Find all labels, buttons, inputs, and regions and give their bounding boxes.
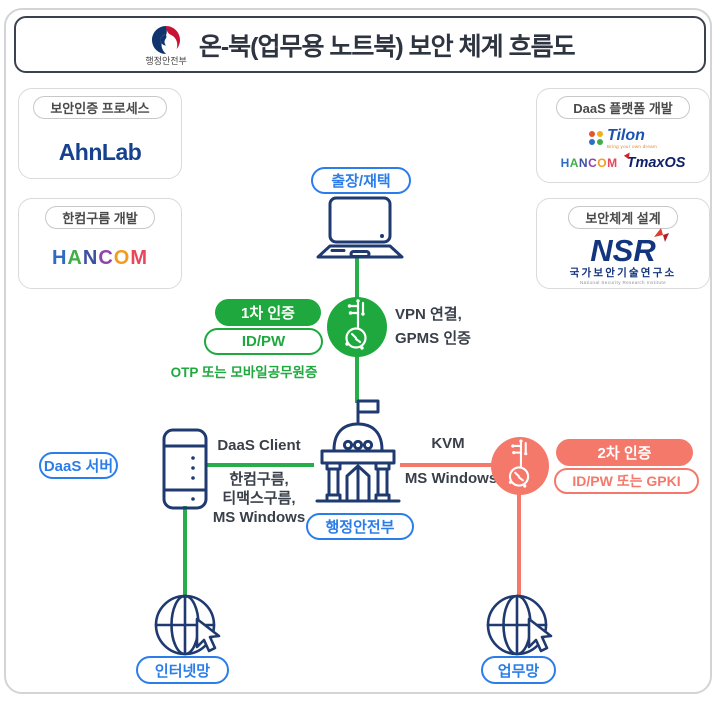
tilon-logo-text: Tilon (606, 127, 645, 144)
tilon-tagline: Bring your own dream (606, 144, 658, 149)
tilon-dot (596, 139, 603, 145)
stack-line-3: MS Windows (212, 509, 306, 526)
internet-globe-icon (154, 594, 221, 656)
digital-key-icon (508, 439, 530, 488)
worknet-globe-icon (486, 594, 553, 656)
outer-frame (4, 8, 712, 694)
box-daas-platform-label: DaaS 플랫폼 개발 (556, 96, 690, 119)
brand-letter: H (560, 156, 570, 170)
page-title: 온-북(업무용 노트북) 보안 체계 흐름도 (198, 32, 576, 61)
brand-letter: O (597, 156, 608, 170)
box-gooroom-dev-label: 한컴구름 개발 (45, 206, 155, 229)
kvm-text: KVM (431, 435, 465, 452)
auth2-badge: 2차 인증 (556, 439, 693, 466)
tilon-dot (596, 131, 603, 137)
hancom-logo-large: HANCOM (52, 247, 148, 270)
stack-line-1: 한컴구름, (229, 471, 289, 488)
kvm-sub-text: MS Windows (404, 470, 498, 487)
auth1-method-pill: ID/PW (204, 328, 323, 355)
tilon-dots-icon (588, 131, 603, 145)
box-security-design: 보안체계 설계 NSR 국가보안기술연구소 National Security … (536, 198, 710, 289)
daas-server-icon (162, 428, 208, 510)
daas-client-text: DaaS Client (217, 437, 301, 454)
line-server-to-building (206, 463, 314, 467)
remote-work-pill: 출장/재택 (311, 167, 411, 194)
line-server-to-internet (183, 506, 187, 598)
work-net-pill: 업무망 (481, 656, 556, 684)
mois-logo: 행정안전부 (145, 24, 187, 66)
auth1-badge: 1차 인증 (215, 299, 321, 326)
auth1-key-circle (327, 297, 387, 357)
line-auth1-to-building (355, 353, 359, 403)
line-laptop-to-auth1 (355, 256, 359, 300)
box-gooroom-dev: 한컴구름 개발 HANCOM (18, 198, 182, 289)
ahnlab-logo: AhnLab (58, 139, 142, 165)
nsr-korean-name: 국가보안기술연구소 (569, 267, 677, 279)
tmaxos-logo: TmaxOS (623, 150, 685, 171)
tilon-dot (588, 131, 595, 137)
brand-letter: N (578, 156, 589, 170)
line-building-to-auth2 (400, 463, 492, 467)
box-auth-process-label: 보안인증 프로세스 (33, 96, 167, 119)
line-auth2-to-worknet (517, 493, 521, 597)
auth1-note: OTP 또는 모바일공무원증 (170, 365, 318, 380)
box-security-design-label: 보안체계 설계 (568, 206, 678, 229)
brand-letter: A (569, 156, 579, 170)
hancom-logo-small: HANCOM (561, 156, 618, 170)
brand-letter: M (130, 247, 149, 269)
nsr-logo: NSR 국가보안기술연구소 National Security Research… (569, 228, 677, 285)
brand-letter: C (98, 247, 114, 269)
nsr-mark-icon (653, 228, 669, 242)
daas-os-stack-text: 한컴구름, 티맥스구름, MS Windows (196, 470, 322, 527)
nsr-logo-text: NSR (590, 228, 669, 266)
box-daas-platform: DaaS 플랫폼 개발 Tilon Bring your own dream H… (536, 88, 710, 183)
brand-letter: C (588, 156, 598, 170)
nsr-english-name: National Security Research Institute (580, 279, 666, 285)
title-bar: 행정안전부 온-북(업무용 노트북) 보안 체계 흐름도 (14, 16, 706, 73)
digital-key-icon (345, 299, 367, 350)
brand-letter: M (607, 156, 618, 170)
auth2-key-circle (491, 437, 549, 495)
government-building-icon (315, 399, 401, 503)
brand-letter: H (51, 247, 68, 269)
mois-node-pill: 행정안전부 (306, 513, 414, 540)
box-auth-process: 보안인증 프로세스 AhnLab (18, 88, 182, 179)
mois-logo-icon (151, 24, 182, 55)
brand-letter: N (82, 247, 99, 269)
mois-logo-caption: 행정안전부 (145, 55, 187, 66)
internet-net-pill: 인터넷망 (136, 656, 229, 684)
brand-letter: A (67, 247, 83, 269)
stack-line-2: 티맥스구름, (222, 490, 296, 507)
daas-server-pill: DaaS 서버 (39, 452, 118, 479)
brand-letter: O (113, 247, 131, 269)
vpn-line: VPN 연결, (395, 306, 462, 323)
vpn-gpms-text: VPN 연결, GPMS 인증 (395, 303, 471, 351)
auth2-method-pill: ID/PW 또는 GPKI (554, 468, 699, 494)
tilon-logo: Tilon Bring your own dream (588, 127, 658, 150)
tilon-dot (588, 139, 595, 145)
gpms-line: GPMS 인증 (395, 330, 471, 347)
laptop-icon (316, 196, 404, 259)
